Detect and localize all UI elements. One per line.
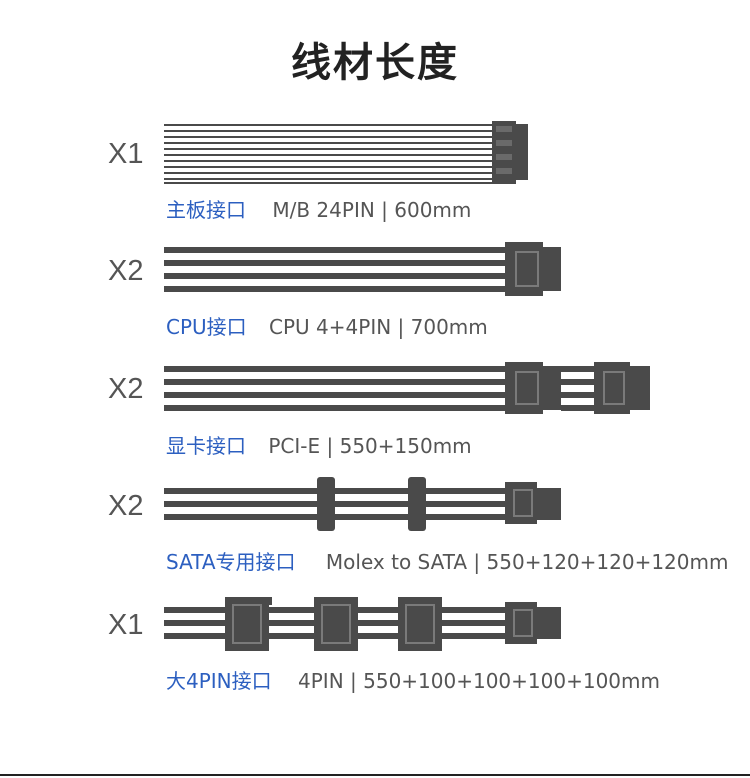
cable-spec: M/B 24PIN | 600mm [272, 198, 472, 222]
cable-spec: CPU 4+4PIN | 700mm [269, 315, 488, 339]
cable-qty-cpu: X2 [108, 255, 144, 287]
page-title: 线材长度 [291, 40, 459, 86]
cable-spec: 4PIN | 550+100+100+100+100mm [298, 669, 660, 693]
cable-qty-mb: X1 [108, 138, 144, 170]
cable-name: CPU接口 [166, 315, 247, 339]
cable-name: 大4PIN接口 [166, 669, 272, 693]
cable-label-molex: 大4PIN接口 4PIN | 550+100+100+100+100mm [166, 665, 660, 694]
cable-name: 主板接口 [166, 198, 246, 222]
cable-label-mb: 主板接口 M/B 24PIN | 600mm [166, 194, 471, 223]
bottom-divider [0, 774, 750, 776]
cable-name: 显卡接口 [166, 434, 246, 458]
cable-qty-pcie: X2 [108, 373, 144, 405]
cable-qty-sata: X2 [108, 490, 144, 522]
cable-spec: PCI-E | 550+150mm [268, 434, 472, 458]
cable-name: SATA专用接口 [166, 550, 296, 574]
cable-qty-molex: X1 [108, 609, 144, 641]
cable-label-sata: SATA专用接口 Molex to SATA | 550+120+120+120… [166, 546, 728, 575]
cable-label-cpu: CPU接口 CPU 4+4PIN | 700mm [166, 311, 488, 340]
cable-spec: Molex to SATA | 550+120+120+120mm [325, 550, 729, 574]
cable-label-pcie: 显卡接口 PCI-E | 550+150mm [166, 430, 472, 459]
